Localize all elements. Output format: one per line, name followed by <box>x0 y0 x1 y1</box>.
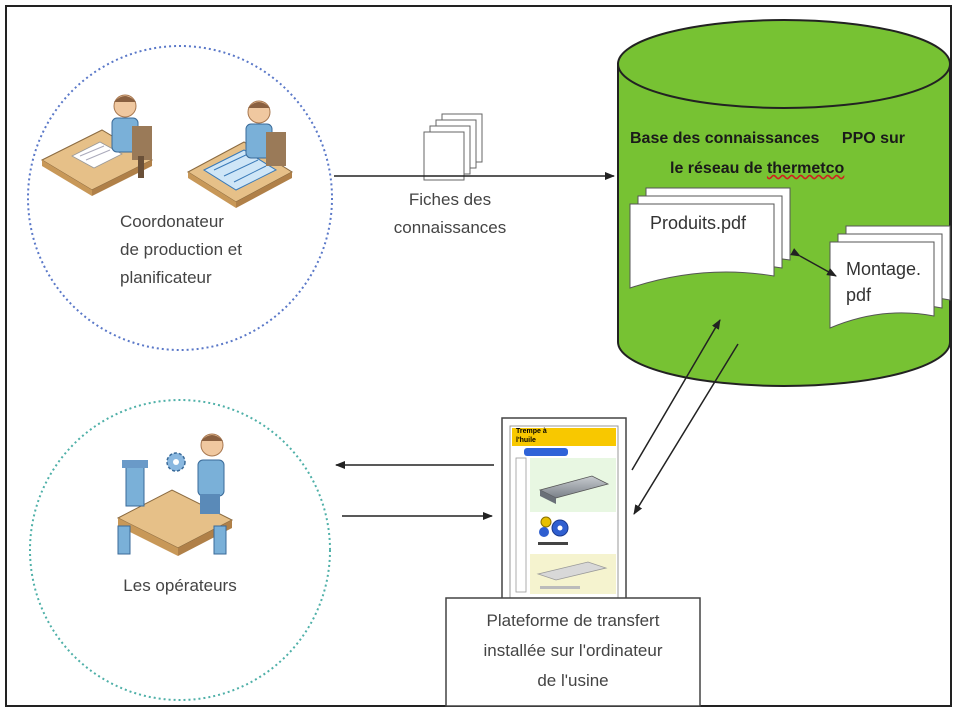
coordinator-label-line: planificateur <box>120 268 212 287</box>
database-title-line1: Base des connaissances PPO sur <box>630 124 950 154</box>
platform-screen <box>501 417 627 605</box>
operators-label: Les opérateurs <box>123 576 237 595</box>
platform-caption-line: installée sur l'ordinateur <box>483 641 663 660</box>
coordinator-label-line: de production et <box>120 240 242 259</box>
produits-doc-label: Produits.pdf <box>650 213 747 233</box>
db-to-platform-arrow <box>633 343 739 515</box>
coordinator-circle <box>27 45 333 351</box>
coordinator-label: Coordonateur de production et planificat… <box>120 208 320 292</box>
database-title-line2: le réseau de thermetco <box>630 154 950 184</box>
database-network-name: thermetco <box>766 160 845 177</box>
operators-circle <box>29 399 331 701</box>
planner-person-icon <box>40 94 154 196</box>
platform-screen-header-line: Trempe à <box>516 428 547 435</box>
operators-icon <box>116 433 234 556</box>
produits-doc-icon <box>629 187 791 289</box>
coordinator-person-icon <box>187 100 293 208</box>
knowledge-sheets-label: Fiches des connaissances <box>380 186 520 242</box>
montage-doc-label: Montage. pdf <box>846 256 921 308</box>
platform-caption-line: de l'usine <box>537 671 609 690</box>
platform-caption-line: Plateforme de transfert <box>486 611 660 630</box>
knowledge-sheets-line: connaissances <box>393 218 507 237</box>
coordinator-label-line: Coordonateur <box>120 212 224 231</box>
docs-link-arrow <box>790 248 837 277</box>
sheets-stack-icon <box>423 113 483 181</box>
database-title-suffix: PPO sur <box>841 130 906 147</box>
database-network-label: le réseau de <box>670 160 767 177</box>
database-title-text: Base des connaissances <box>630 130 820 147</box>
knowledge-sheets-line: Fiches des <box>408 190 492 209</box>
database-title: Base des connaissances PPO sur le réseau… <box>630 124 950 184</box>
montage-doc-line: Montage. <box>846 259 922 279</box>
platform-screen-header: Trempe à l'huile <box>516 427 547 445</box>
platform-caption: Plateforme de transfert installée sur l'… <box>446 606 700 696</box>
platform-screen-header-line: l'huile <box>516 437 536 444</box>
montage-doc-icon <box>829 225 951 329</box>
platform-to-db-arrow <box>631 319 721 471</box>
montage-doc-line: pdf <box>846 285 872 305</box>
platform-caption-box <box>445 597 701 707</box>
